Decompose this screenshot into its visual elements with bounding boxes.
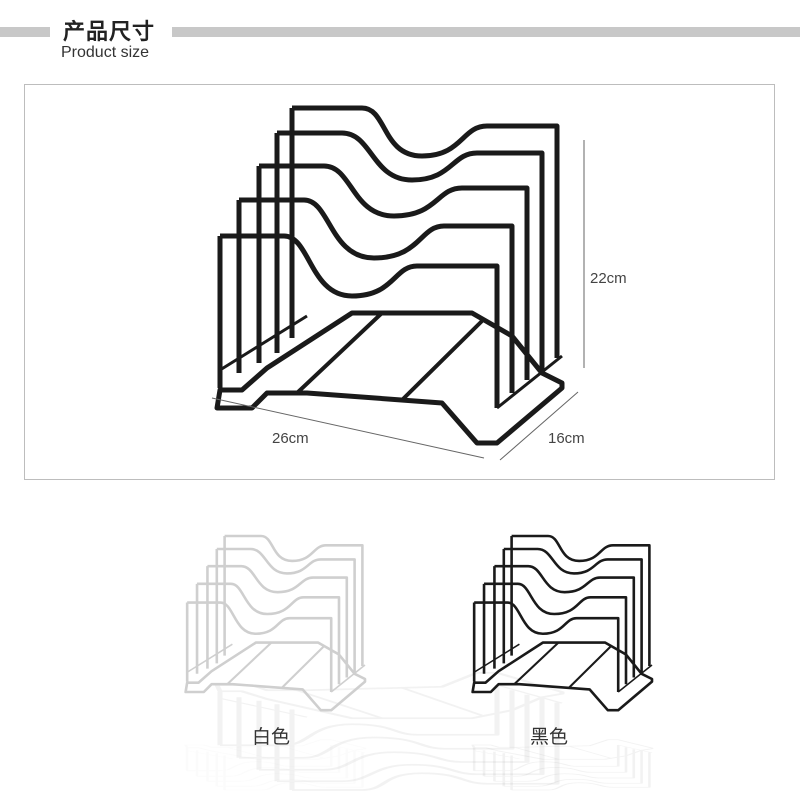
rack-main-image [217,108,562,443]
header-bar-left [0,27,50,37]
width-label: 26cm [272,430,309,447]
height-label: 22cm [590,270,627,287]
rack-white-image [184,534,367,712]
dimension-lines [211,140,585,461]
rack-black-image [471,534,654,712]
depth-label: 16cm [548,430,585,447]
section-title: 产品尺寸 [63,20,156,45]
variant-black-label: 黑色 [530,726,569,748]
section-subtitle: Product size [61,44,150,61]
product-size-frame [24,84,775,480]
header-bar-right [172,27,800,37]
variant-white-label: 白色 [252,726,291,748]
